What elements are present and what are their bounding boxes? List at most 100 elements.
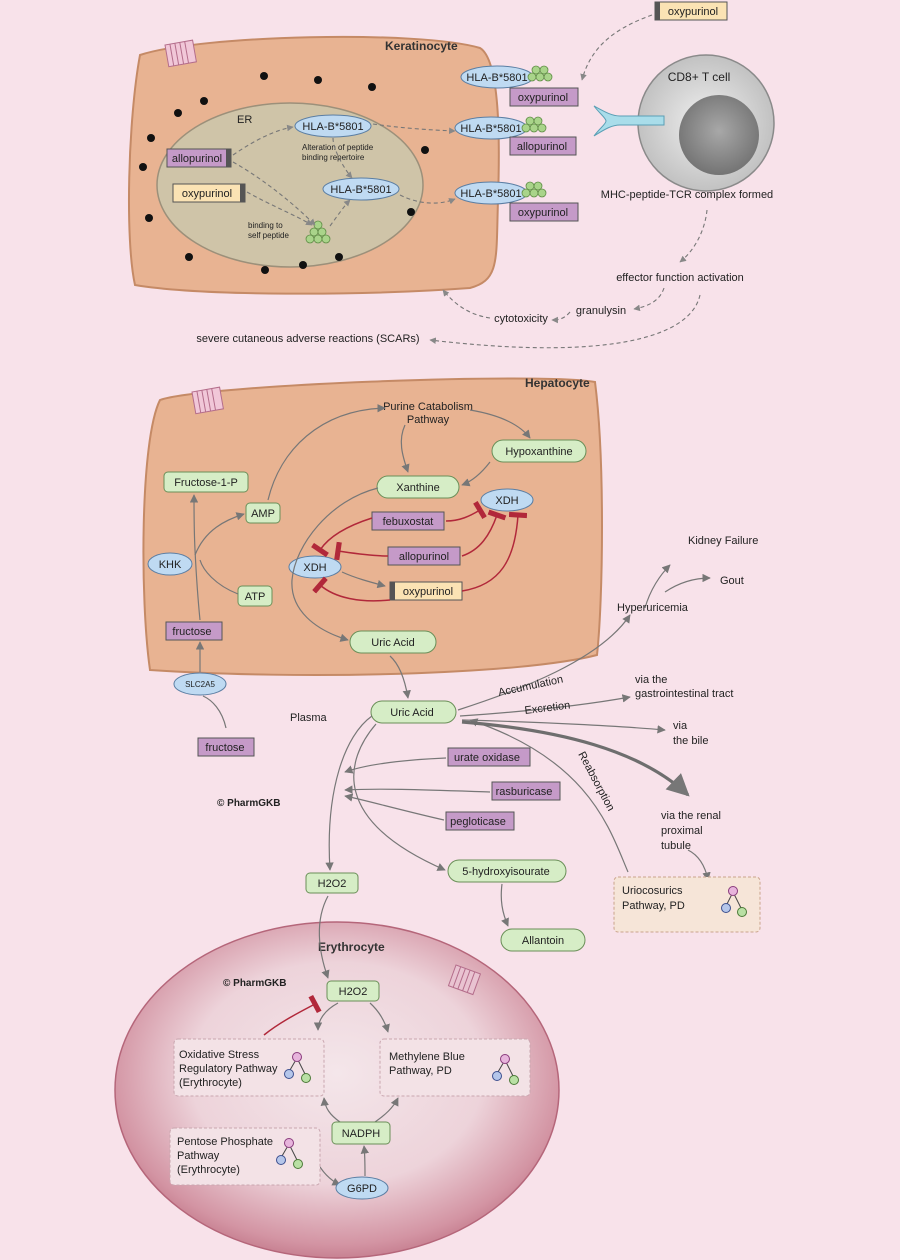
- complex-formed-text: MHC-peptide-TCR complex formed: [601, 189, 773, 201]
- er-label: ER: [237, 114, 252, 126]
- allantoin-node: Allantoin: [500, 928, 586, 952]
- er-allopurinol: allopurinol: [166, 148, 232, 168]
- uricosurics-pathway-box[interactable]: Uriocosurics Pathway, PD: [613, 876, 761, 933]
- endoplasmic-reticulum: ER: [156, 102, 424, 268]
- svg-text:fructose: fructose: [172, 626, 211, 638]
- excretion-label: Excretion: [524, 699, 571, 716]
- svg-text:oxypurinol: oxypurinol: [518, 207, 568, 219]
- surface-peptide-icon-1: [527, 65, 553, 82]
- methylene-blue-pathway-box[interactable]: Methylene Blue Pathway, PD: [379, 1038, 531, 1097]
- fructose-1-p-node: Fructose-1-P: [163, 471, 249, 493]
- svg-text:Fructose-1-P: Fructose-1-P: [174, 477, 238, 489]
- nadph-node: NADPH: [331, 1121, 391, 1145]
- oxypurinol-node: oxypurinol: [389, 581, 463, 601]
- svg-text:H2O2: H2O2: [318, 878, 347, 890]
- keratinocyte-title: Keratinocyte: [385, 39, 458, 53]
- reabsorption-label: Reabsorption: [575, 750, 616, 813]
- binding-text-2: self peptide: [248, 231, 289, 240]
- surface-oxypurinol-1: oxypurinol: [509, 87, 579, 107]
- erythrocyte-watermark: © PharmGKB: [223, 978, 287, 989]
- erythrocyte-membrane-channel-icon: [447, 964, 482, 996]
- membrane-channel-icon: [164, 39, 197, 68]
- tcr-receptor-icon: [593, 105, 665, 137]
- svg-text:oxypurinol: oxypurinol: [182, 188, 232, 200]
- scars-text: severe cutaneous adverse reactions (SCAR…: [196, 333, 419, 345]
- external-oxypurinol: oxypurinol: [654, 1, 728, 21]
- uricosurics-label-2: Pathway, PD: [622, 900, 685, 912]
- uric-acid-hepatocyte-node: Uric Acid: [349, 630, 437, 654]
- pentose-label-2: Pathway: [177, 1150, 220, 1162]
- surface-hla-b5801-2: HLA-B*5801: [454, 116, 528, 140]
- svg-text:Uric Acid: Uric Acid: [390, 707, 433, 719]
- granulysin-text: granulysin: [576, 305, 626, 317]
- g6pd-node: G6PD: [335, 1176, 389, 1200]
- svg-text:pegloticase: pegloticase: [450, 816, 506, 828]
- pentose-phosphate-pathway-box[interactable]: Pentose Phosphate Pathway (Erythrocyte): [169, 1127, 321, 1186]
- svg-text:febuxostat: febuxostat: [383, 516, 434, 528]
- purine-pathway-text-1: Purine Catabolism: [383, 401, 473, 413]
- svg-text:HLA-B*5801: HLA-B*5801: [302, 121, 363, 133]
- svg-text:G6PD: G6PD: [347, 1183, 377, 1195]
- uric-acid-plasma-node: Uric Acid: [370, 700, 457, 724]
- fructose-plasma-node: fructose: [197, 737, 255, 757]
- oxidative-label-1: Oxidative Stress: [179, 1049, 260, 1061]
- svg-text:allopurinol: allopurinol: [517, 141, 567, 153]
- urate-oxidase-node: urate oxidase: [447, 747, 531, 767]
- hepatocyte-title: Hepatocyte: [525, 376, 590, 390]
- bile-label-1: via: [673, 720, 688, 732]
- renal-excretion-arrow: [461, 720, 690, 797]
- pentose-label-3: (Erythrocyte): [177, 1164, 240, 1176]
- pathway-icon: [721, 886, 747, 917]
- er-hla-b5801-mid: HLA-B*5801: [322, 177, 400, 201]
- svg-text:fructose: fructose: [205, 742, 244, 754]
- svg-text:rasburicase: rasburicase: [496, 786, 553, 798]
- svg-text:Allantoin: Allantoin: [522, 935, 564, 947]
- svg-text:XDH: XDH: [303, 562, 326, 574]
- oxidative-stress-pathway-box[interactable]: Oxidative Stress Regulatory Pathway (Ery…: [173, 1038, 325, 1097]
- pentose-label-1: Pentose Phosphate: [177, 1136, 273, 1148]
- xdh-node-right: XDH: [480, 488, 534, 512]
- svg-text:Uric Acid: Uric Acid: [371, 637, 414, 649]
- surface-peptide-icon-2: [521, 116, 547, 133]
- h2o2-plasma-node: H2O2: [305, 872, 359, 894]
- pharmgkb-watermark: © PharmGKB: [217, 798, 281, 809]
- surface-hla-b5801-3: HLA-B*5801: [454, 181, 528, 205]
- svg-text:HLA-B*5801: HLA-B*5801: [460, 123, 521, 135]
- hydroxyisourate-node: 5-hydroxyisourate: [447, 859, 567, 883]
- cytotoxicity-arrow: [442, 289, 491, 319]
- oxidative-inhibition-line: [263, 994, 322, 1036]
- uricosurics-label-1: Uriocosurics: [622, 885, 683, 897]
- slc2a5-node: SLC2A5: [173, 672, 227, 696]
- khk-node: KHK: [147, 552, 193, 576]
- rasburicase-node: rasburicase: [491, 781, 561, 801]
- hepatocyte-arrows: [189, 404, 531, 729]
- svg-text:NADPH: NADPH: [342, 1128, 381, 1140]
- svg-text:oxypurinol: oxypurinol: [403, 586, 453, 598]
- hepatocyte-membrane-channel-icon: [191, 386, 224, 415]
- binding-text-1: binding to: [248, 221, 283, 230]
- surface-hla-b5801-1: HLA-B*5801: [460, 65, 534, 89]
- renal-label-1: via the renal: [661, 810, 721, 822]
- svg-text:ATP: ATP: [245, 591, 266, 603]
- kidney-failure-label: Kidney Failure: [688, 535, 758, 547]
- oxidative-label-2: Regulatory Pathway: [179, 1063, 278, 1075]
- h2o2-entry-arrow: [318, 895, 330, 979]
- purine-pathway-text-2: Pathway: [407, 414, 450, 426]
- fructose-hepatocyte-node: fructose: [165, 621, 223, 641]
- svg-text:oxypurinol: oxypurinol: [518, 92, 568, 104]
- alteration-text-1: Alteration of peptide: [302, 143, 374, 152]
- xanthine-node: Xanthine: [376, 475, 460, 499]
- hypoxanthine-node: Hypoxanthine: [491, 439, 587, 463]
- svg-text:HLA-B*5801: HLA-B*5801: [460, 188, 521, 200]
- surface-oxypurinol-2: oxypurinol: [509, 202, 579, 222]
- methylene-label-2: Pathway, PD: [389, 1065, 452, 1077]
- methylene-label-1: Methylene Blue: [389, 1051, 465, 1063]
- svg-text:Xanthine: Xanthine: [396, 482, 439, 494]
- cd8-t-cell: CD8+ T cell: [637, 54, 775, 192]
- accumulation-label: Accumulation: [497, 673, 564, 698]
- svg-text:H2O2: H2O2: [339, 986, 368, 998]
- gi-tract-label-1: via the: [635, 674, 667, 686]
- oxypurinol-binding-arrow: [580, 14, 653, 81]
- febuxostat-node: febuxostat: [371, 511, 445, 531]
- gi-tract-label-2: gastrointestinal tract: [635, 688, 733, 700]
